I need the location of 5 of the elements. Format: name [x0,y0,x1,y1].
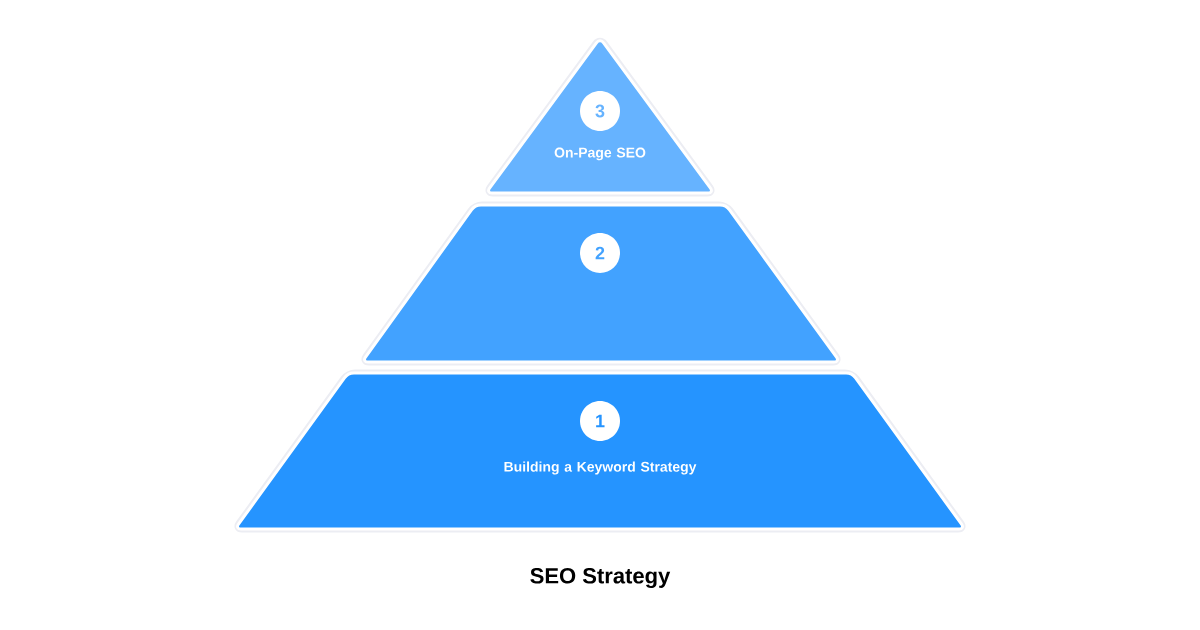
diagram-title: SEO Strategy [530,568,671,588]
number-badge: 1 [580,401,620,441]
number-badge: 2 [580,233,620,273]
pyramid-level [361,201,841,366]
number-badge: 3 [580,91,620,131]
